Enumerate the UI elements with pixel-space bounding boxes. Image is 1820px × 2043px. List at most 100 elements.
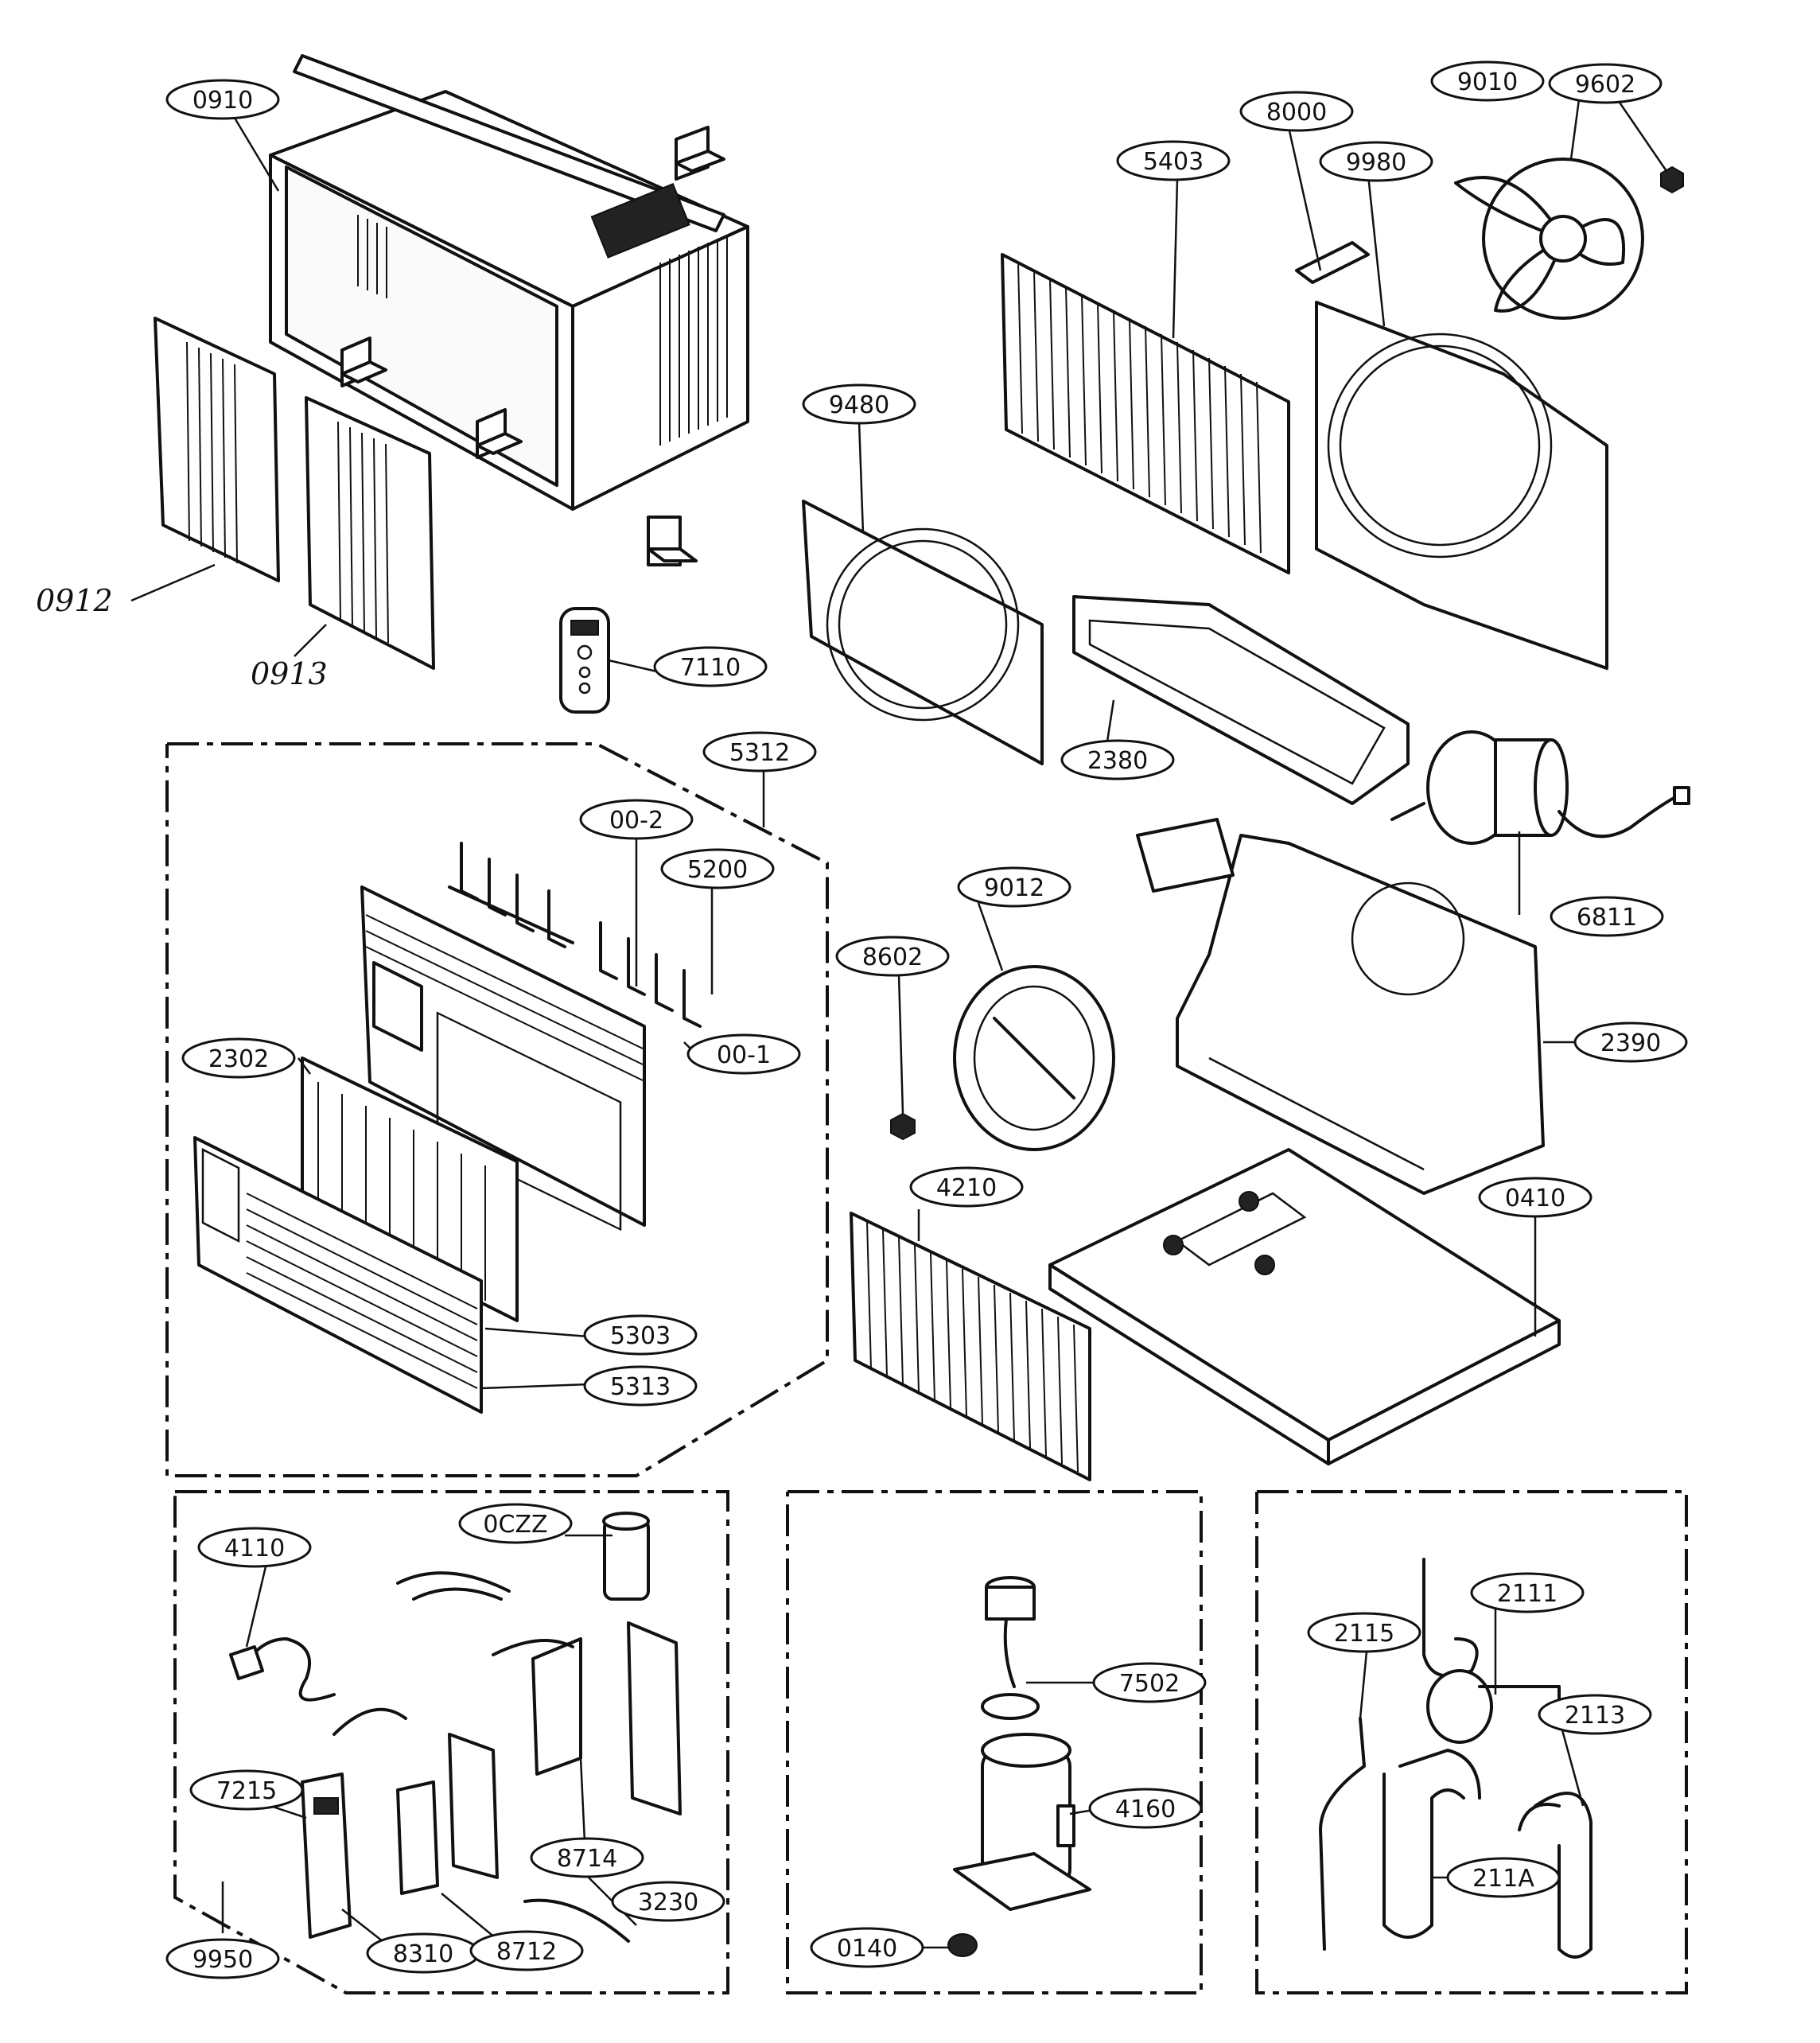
fan-nut — [1660, 165, 1684, 194]
callout-7110-text: 7110 — [680, 654, 741, 682]
callout-2113-text: 2113 — [1565, 1702, 1625, 1730]
remote-control — [559, 607, 610, 714]
callout-8000-text: 8000 — [1266, 99, 1327, 126]
callout-2115: 2115 — [1307, 1612, 1421, 1653]
drain-pan — [1072, 595, 1410, 805]
blower-wheel — [953, 965, 1115, 1151]
orifice-panel — [802, 500, 1044, 765]
callout-8714: 8714 — [530, 1837, 644, 1878]
handwritten-label-0913: 0913 — [251, 656, 328, 691]
callout-5312: 5312 — [702, 731, 817, 772]
callout-6811: 6811 — [1550, 896, 1664, 937]
air-filter — [301, 1057, 519, 1322]
front-grille — [360, 885, 646, 1232]
callout-4160: 4160 — [1088, 1788, 1203, 1829]
bracket-8000 — [1295, 241, 1370, 284]
callout-00-1: 00-1 — [686, 1033, 801, 1075]
fan-shroud — [1315, 301, 1608, 670]
callout-9010: 9010 — [1430, 60, 1545, 102]
callout-4110: 4110 — [197, 1527, 312, 1568]
callout-4210: 4210 — [909, 1166, 1024, 1208]
callout-7215-text: 7215 — [216, 1777, 277, 1805]
callout-3230: 3230 — [611, 1881, 725, 1922]
mounting-bracket-3 — [476, 408, 523, 459]
callout-9980: 9980 — [1319, 141, 1433, 182]
callout-00-2: 00-2 — [579, 799, 694, 840]
louver-set-1 — [448, 842, 574, 948]
callout-4160-text: 4160 — [1115, 1796, 1176, 1823]
callout-0410-text: 0410 — [1505, 1185, 1565, 1212]
callout-8712-text: 8712 — [496, 1938, 557, 1966]
callout-2380-text: 2380 — [1087, 747, 1148, 775]
callout-7215: 7215 — [189, 1769, 304, 1811]
base-pan — [1048, 1148, 1561, 1465]
callout-6811-text: 6811 — [1577, 904, 1637, 932]
callout-7502-text: 7502 — [1119, 1670, 1180, 1698]
fan-blade — [1454, 158, 1644, 320]
callout-0410: 0410 — [1478, 1177, 1592, 1218]
blower-nut — [890, 1112, 916, 1141]
callout-2302-text: 2302 — [208, 1045, 269, 1073]
callout-0910: 0910 — [165, 79, 280, 120]
callout-4110-text: 4110 — [224, 1535, 285, 1562]
electrical-parts — [229, 1512, 682, 1943]
callout-0CZZ-text: 0CZZ — [483, 1511, 547, 1539]
callout-5403: 5403 — [1116, 140, 1231, 181]
callout-9010-text: 9010 — [1457, 68, 1518, 96]
callout-9602: 9602 — [1548, 63, 1662, 104]
callout-00-1-text: 00-1 — [717, 1041, 771, 1069]
callout-9480-text: 9480 — [829, 391, 889, 419]
callout-4210-text: 4210 — [936, 1174, 997, 1202]
callout-5303-text: 5303 — [610, 1322, 671, 1350]
callout-5312-text: 5312 — [729, 739, 790, 767]
callout-0CZZ: 0CZZ — [458, 1503, 573, 1544]
blower-housing — [1136, 818, 1545, 1195]
callout-2302: 2302 — [181, 1037, 296, 1079]
callout-2113: 2113 — [1538, 1694, 1652, 1735]
mounting-bracket-2 — [340, 337, 387, 387]
callout-7110: 7110 — [653, 646, 768, 687]
callout-2111-text: 2111 — [1497, 1580, 1558, 1608]
louver-set-2 — [599, 921, 702, 1028]
callout-8714-text: 8714 — [557, 1845, 617, 1873]
compressor-group-border — [786, 1490, 1203, 1994]
callout-211A: 211A — [1446, 1857, 1561, 1898]
callout-9950-text: 9950 — [192, 1946, 253, 1974]
callout-5200: 5200 — [660, 848, 775, 889]
mounting-bracket-1 — [675, 126, 725, 181]
callout-5303: 5303 — [583, 1314, 698, 1356]
callout-3230-text: 3230 — [638, 1889, 698, 1917]
callout-2380: 2380 — [1060, 739, 1175, 780]
side-curtain-left — [154, 317, 280, 582]
handwritten-label-0912: 0912 — [36, 583, 113, 618]
callout-8000: 8000 — [1239, 91, 1354, 132]
callout-9602-text: 9602 — [1575, 71, 1635, 99]
side-curtain-right — [305, 396, 435, 670]
callout-2115-text: 2115 — [1334, 1620, 1394, 1648]
callout-5200-text: 5200 — [687, 856, 748, 884]
evaporator-coil — [850, 1212, 1091, 1481]
callout-9012: 9012 — [957, 866, 1071, 908]
condenser-coil — [1001, 253, 1290, 574]
callout-211A-text: 211A — [1472, 1865, 1534, 1893]
callout-2111: 2111 — [1470, 1572, 1585, 1613]
callout-8602-text: 8602 — [862, 944, 923, 971]
filter-openings — [436, 1011, 622, 1232]
tubing-group-border — [1255, 1490, 1688, 1994]
callout-2390: 2390 — [1573, 1022, 1688, 1063]
callout-0140-text: 0140 — [837, 1935, 897, 1963]
callout-8310: 8310 — [366, 1932, 480, 1974]
cabinet-case — [269, 54, 749, 566]
callout-9950: 9950 — [165, 1938, 280, 1979]
callout-7502: 7502 — [1092, 1662, 1207, 1703]
compressor — [947, 1576, 1091, 1957]
callout-8712: 8712 — [469, 1930, 584, 1971]
callout-0910-text: 0910 — [192, 87, 253, 115]
callout-0140: 0140 — [810, 1927, 924, 1968]
callout-00-2-text: 00-2 — [609, 807, 663, 835]
callout-5313-text: 5313 — [610, 1373, 671, 1401]
callout-9980-text: 9980 — [1346, 149, 1406, 177]
callout-5313: 5313 — [583, 1365, 698, 1407]
callout-9480: 9480 — [802, 383, 916, 425]
